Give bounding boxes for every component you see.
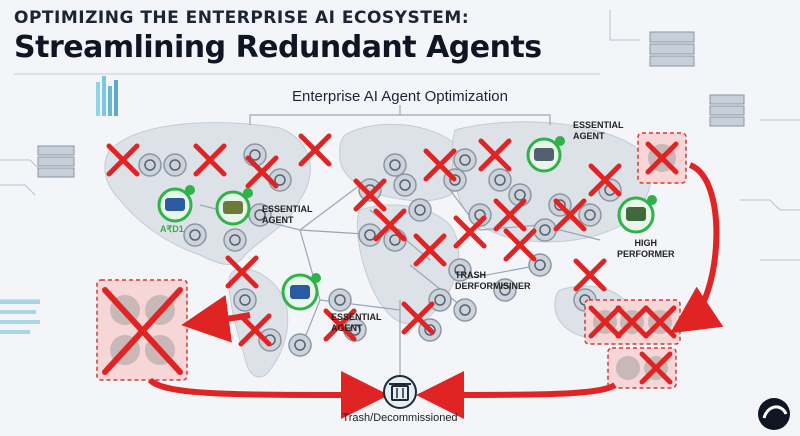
diagram-title: Enterprise AI Agent Optimization bbox=[292, 88, 508, 105]
redundant-cluster-left bbox=[96, 279, 188, 381]
label-green-tag: A₹D1 bbox=[160, 224, 184, 234]
header-kicker: OPTIMIZING THE ENTERPRISE AI ECOSYSTEM: bbox=[14, 8, 470, 28]
label-trash: Trash/Decommissioned bbox=[342, 412, 458, 424]
flow-arrows bbox=[147, 162, 724, 419]
trash-icon bbox=[383, 375, 417, 409]
redundant-cluster-right-top bbox=[637, 132, 687, 184]
essential-agent-left-2 bbox=[215, 188, 253, 226]
logo-icon bbox=[758, 398, 790, 430]
bar-decoration bbox=[0, 76, 118, 334]
label-essential-agent-center: ESSENTIAL AGENT bbox=[331, 312, 382, 333]
label-essential-agent-left: ESSENTIAL AGENT bbox=[262, 204, 313, 225]
high-performer-agent bbox=[617, 195, 657, 234]
redundant-cluster-right-bottom bbox=[607, 347, 677, 389]
essential-agent-top bbox=[526, 136, 565, 173]
essential-agent-center bbox=[281, 273, 321, 311]
redundant-cluster-right-mid bbox=[584, 299, 681, 345]
label-high-performer: HIGH PERFORMER bbox=[617, 238, 675, 259]
server-rack-icon bbox=[37, 31, 745, 178]
essential-agent-left bbox=[157, 185, 195, 223]
header-title: Streamlining Redundant Agents bbox=[14, 30, 542, 65]
label-essential-agent-top: ESSENTIAL AGENT bbox=[573, 120, 624, 141]
label-trash-performer: TRASH DERFORMISINER bbox=[455, 270, 531, 291]
